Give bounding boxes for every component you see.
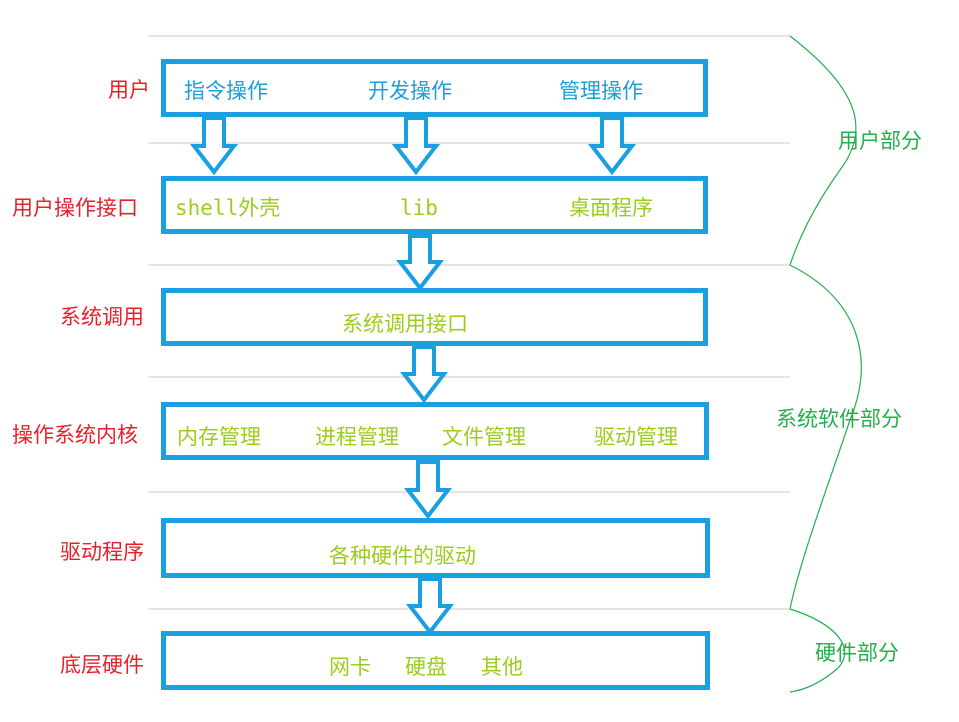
section-braces [789, 35, 862, 693]
layer-item: 网卡 [329, 655, 371, 679]
divider-lines [148, 35, 790, 610]
flow-arrows [189, 116, 637, 636]
row-label-user: 用户 [108, 78, 150, 102]
brace-system [789, 264, 862, 610]
brace-user [789, 35, 857, 266]
layer-item: 桌面程序 [569, 196, 653, 220]
layer-item: 硬盘 [405, 655, 447, 679]
section-label-user: 用户部分 [838, 129, 922, 153]
layer-item: 管理操作 [559, 79, 643, 103]
row-label-drivers: 驱动程序 [60, 540, 144, 564]
layer-item: 进程管理 [315, 425, 399, 449]
layer-box-user: 指令操作 开发操作 管理操作 [161, 59, 708, 117]
down-arrow-icon [391, 116, 441, 176]
layer-box-syscall: 系统调用接口 [161, 288, 708, 346]
section-label-hardware: 硬件部分 [815, 641, 899, 665]
layer-box-kernel: 内存管理 进程管理 文件管理 驱动管理 [161, 402, 709, 460]
layer-item: 开发操作 [368, 79, 452, 103]
layer-item: shell外壳 [175, 196, 281, 220]
layer-item: 文件管理 [442, 425, 526, 449]
layer-box-hardware: 网卡 硬盘 其他 [161, 631, 710, 690]
layer-box-drivers: 各种硬件的驱动 [161, 518, 710, 578]
down-arrow-icon [395, 234, 445, 292]
row-label-hardware: 底层硬件 [60, 653, 144, 677]
layer-box-user-interface: shell外壳 lib 桌面程序 [161, 176, 708, 234]
section-label-system-software: 系统软件部分 [776, 407, 902, 431]
row-label-kernel: 操作系统内核 [12, 423, 138, 447]
layer-item: 指令操作 [184, 79, 268, 103]
layer-item: 其他 [481, 655, 523, 679]
layer-item: 内存管理 [177, 425, 261, 449]
row-label-user-interface: 用户操作接口 [12, 196, 138, 220]
row-label-syscall: 系统调用 [60, 305, 144, 329]
layer-item: 各种硬件的驱动 [329, 544, 476, 568]
down-arrow-icon [403, 460, 453, 520]
down-arrow-icon [405, 577, 455, 636]
layer-item: 系统调用接口 [342, 312, 468, 336]
layer-item: lib [400, 196, 438, 220]
down-arrow-icon [587, 116, 637, 176]
brace-hardware [789, 608, 846, 693]
down-arrow-icon [189, 116, 239, 176]
layer-item: 驱动管理 [594, 425, 678, 449]
down-arrow-icon [399, 345, 449, 404]
